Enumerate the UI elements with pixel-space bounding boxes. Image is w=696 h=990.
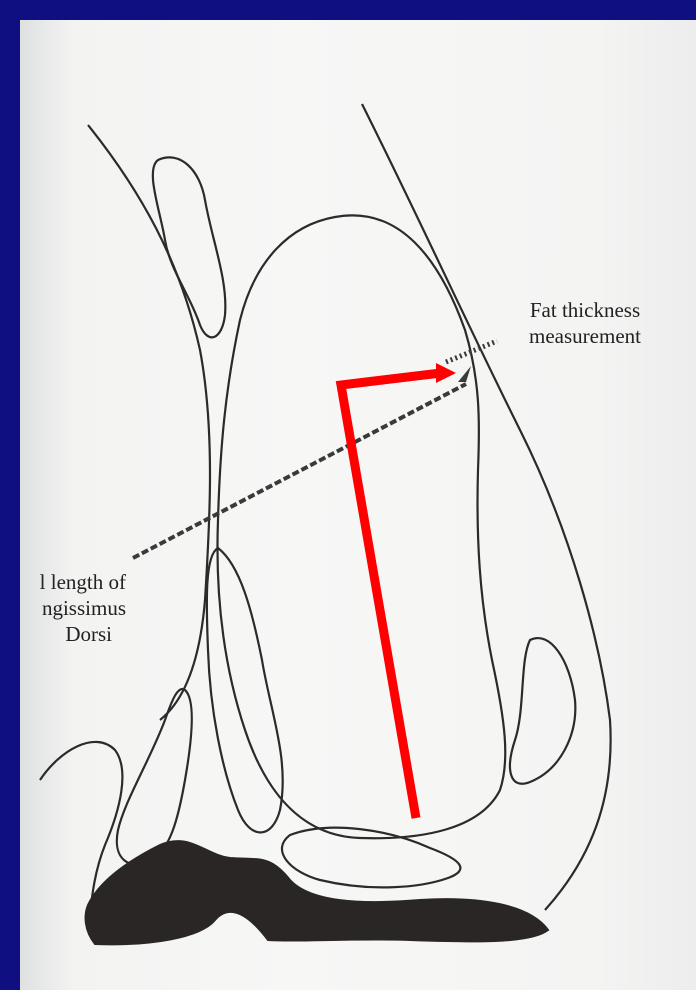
right-outer-outline — [362, 104, 611, 910]
right-small-muscle — [510, 638, 575, 784]
fat-thickness-label-line-2: measurement — [529, 324, 641, 348]
length-label-line-1: l length of — [20, 569, 126, 595]
red-arrowhead-icon — [436, 363, 456, 383]
dark-fat-region — [86, 841, 548, 944]
fat-thickness-arrowhead — [458, 366, 471, 382]
fat-thickness-label: Fat thickness measurement — [500, 297, 670, 349]
length-label: l length of ngissimus Dorsi — [20, 569, 126, 647]
bottom-small-muscle — [282, 828, 460, 888]
length-dashed-line — [133, 384, 466, 558]
fat-thickness-label-line-1: Fat thickness — [530, 298, 640, 322]
lower-left-muscle — [117, 689, 192, 865]
length-label-line-3: Dorsi — [20, 621, 126, 647]
length-label-line-2: ngissimus — [20, 595, 126, 621]
